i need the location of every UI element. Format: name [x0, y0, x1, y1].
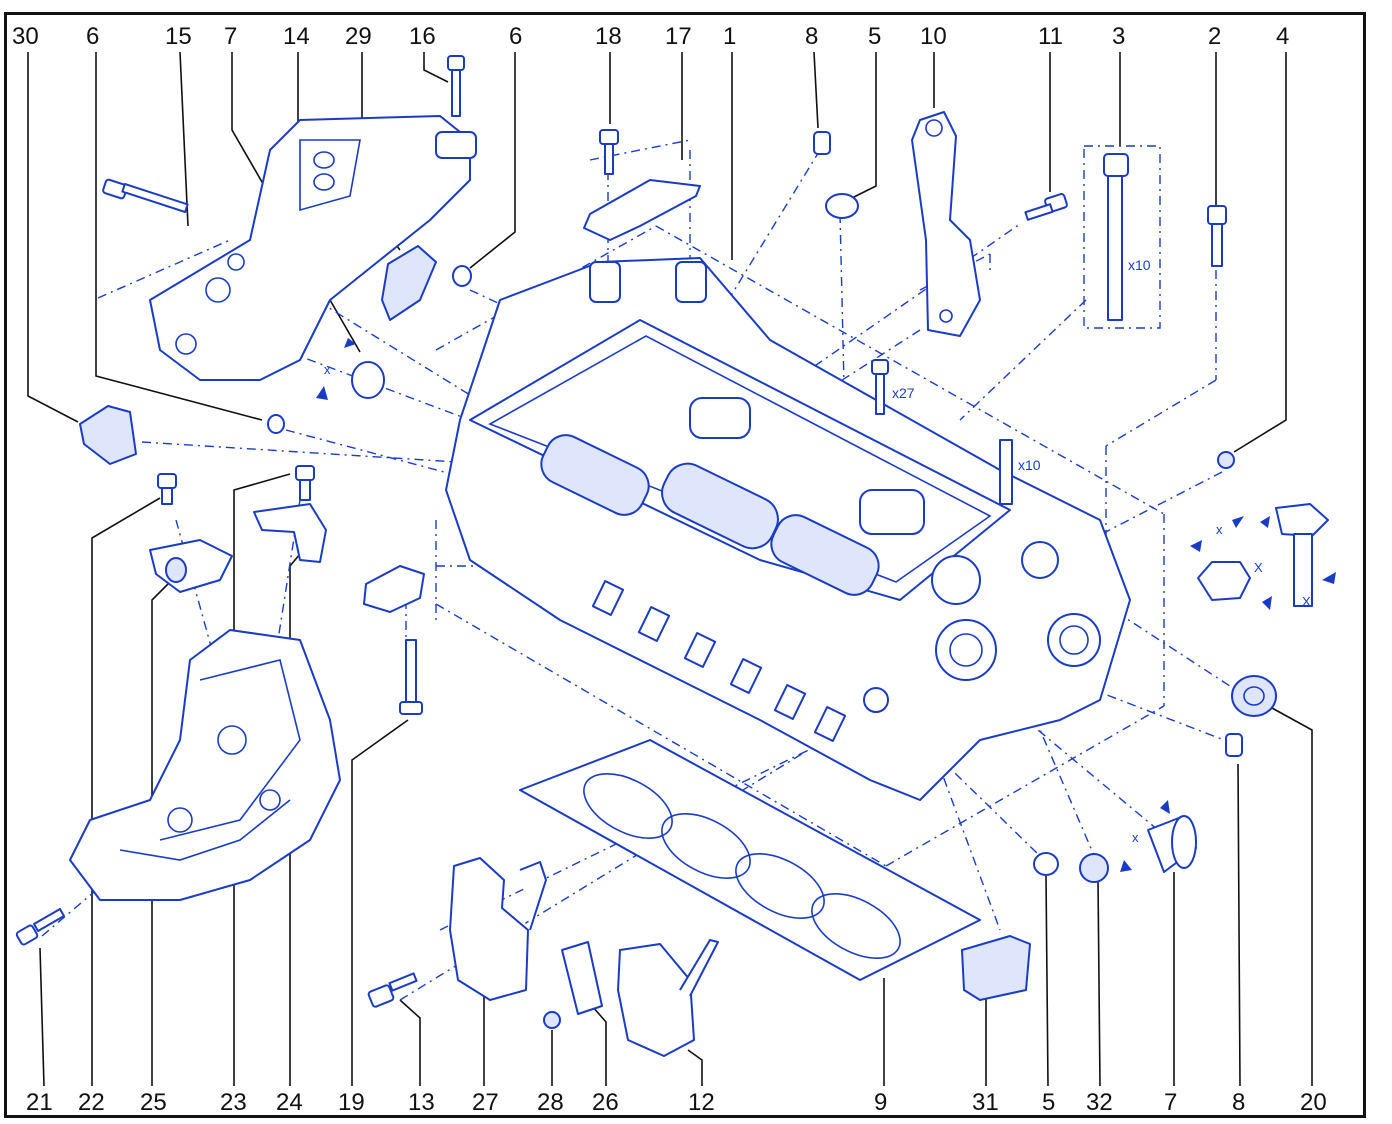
bracket-12-icon — [617, 939, 719, 1057]
head-bolt-3-icon: x10 — [1083, 145, 1161, 329]
plug-5b-icon — [1033, 852, 1059, 876]
callout-8: 8 — [805, 23, 818, 50]
callout-8b: 8 — [1232, 1089, 1245, 1116]
dimension-mark-sleeve: x — [1132, 830, 1139, 845]
dimension-ticks — [316, 338, 1170, 872]
dimension-mark-bolt-length: X — [1254, 560, 1263, 575]
callout-7b: 7 — [1164, 1089, 1177, 1116]
diagram-frame — [4, 12, 1366, 1118]
pin-6a-icon — [267, 414, 285, 434]
callout-11: 11 — [1038, 23, 1063, 50]
plug-20-icon — [1231, 675, 1277, 717]
callout-6b: 6 — [509, 23, 522, 50]
callout-9: 9 — [874, 1089, 887, 1116]
callout-5b: 5 — [1042, 1089, 1055, 1116]
callout-31: 31 — [972, 1089, 999, 1116]
callout-1: 1 — [723, 23, 736, 50]
callout-3: 3 — [1112, 23, 1125, 50]
multiplier-studs: x10 — [1018, 457, 1041, 473]
bolt-19-icon — [399, 639, 423, 715]
small-parts — [79, 131, 1277, 1057]
callout-20: 20 — [1300, 1089, 1327, 1116]
bolt-x27-icon: x27 — [871, 359, 915, 415]
callout-28: 28 — [537, 1089, 564, 1116]
plug-30-icon — [79, 405, 137, 465]
pin-6b-icon — [452, 265, 472, 287]
cover-29-icon — [381, 245, 437, 321]
dowel-8-icon — [813, 131, 831, 155]
callout-15: 15 — [165, 23, 192, 50]
callout-6: 6 — [86, 23, 99, 50]
sleeve-7-icon — [1147, 815, 1197, 873]
bolt-13-icon — [367, 972, 418, 1008]
callout-16: 16 — [409, 23, 436, 50]
bracket-17-icon — [583, 179, 701, 241]
bolt-2-icon — [1207, 205, 1227, 267]
callout-14: 14 — [283, 23, 310, 50]
dimension-mark-bolt-width: X — [1302, 594, 1311, 609]
callout-26: 26 — [592, 1089, 619, 1116]
nut-28-icon — [543, 1011, 561, 1029]
callout-18: 18 — [595, 23, 622, 50]
plug-5-icon — [825, 193, 859, 219]
callout-4: 4 — [1276, 23, 1289, 50]
callout-19: 19 — [338, 1089, 365, 1116]
bolt-23-icon — [295, 465, 315, 501]
plug-32-icon — [1079, 853, 1109, 883]
bolts: x10 x27 x10 — [15, 55, 1227, 1008]
callout-13: 13 — [408, 1089, 435, 1116]
sensor-bracket-19-icon — [363, 565, 425, 613]
callout-7: 7 — [224, 23, 237, 50]
callout-23: 23 — [220, 1089, 247, 1116]
callout-25: 25 — [140, 1089, 167, 1116]
engine-mount-bracket — [149, 115, 477, 381]
cylinder-head — [445, 257, 1131, 801]
multiplier-bolts-3: x10 — [1128, 257, 1151, 273]
dimension-mark-nut-width: x — [1216, 522, 1223, 537]
stud-x10-icon: x10 — [999, 439, 1041, 505]
plug-4-icon — [1217, 451, 1235, 469]
callout-32: 32 — [1086, 1089, 1113, 1116]
side-bracket — [911, 111, 981, 337]
bolt-21-icon — [15, 908, 65, 946]
plate-26-icon — [561, 941, 603, 1015]
callout-2: 2 — [1208, 23, 1221, 50]
cap-7-icon — [351, 361, 385, 399]
clip-25-icon — [149, 539, 233, 593]
dowel-8b-icon — [1225, 733, 1243, 757]
bolt-11-icon — [1024, 193, 1068, 221]
callout-29: 29 — [345, 23, 372, 50]
bracket-24-icon — [253, 503, 327, 563]
callout-30: 30 — [12, 23, 39, 50]
engine-block — [69, 629, 341, 901]
bolt-15-icon — [102, 178, 189, 214]
callout-10: 10 — [920, 23, 947, 50]
head-gasket — [519, 739, 981, 981]
bolt-22-icon — [157, 473, 177, 505]
callout-22: 22 — [78, 1089, 105, 1116]
callout-12: 12 — [688, 1089, 715, 1116]
callout-27: 27 — [472, 1089, 499, 1116]
bolt-16-icon — [447, 55, 465, 117]
dimension-detail: x x X x X — [324, 362, 1336, 845]
multiplier-bolts-27: x27 — [892, 385, 915, 401]
bolt-18-icon — [599, 129, 619, 175]
callout-17: 17 — [665, 23, 692, 50]
callouts-bottom: 21 22 25 23 24 19 13 27 28 26 12 9 31 5 … — [26, 1089, 1327, 1116]
callout-21: 21 — [26, 1089, 53, 1116]
callout-5: 5 — [868, 23, 881, 50]
callout-24: 24 — [276, 1089, 303, 1116]
callouts-top: 30 6 15 7 14 29 16 6 18 17 1 8 5 10 11 3… — [12, 23, 1289, 50]
cover-31-icon — [961, 935, 1031, 1001]
bracket-27-icon — [449, 857, 547, 1001]
dimension-mark-cap: x — [324, 362, 331, 377]
